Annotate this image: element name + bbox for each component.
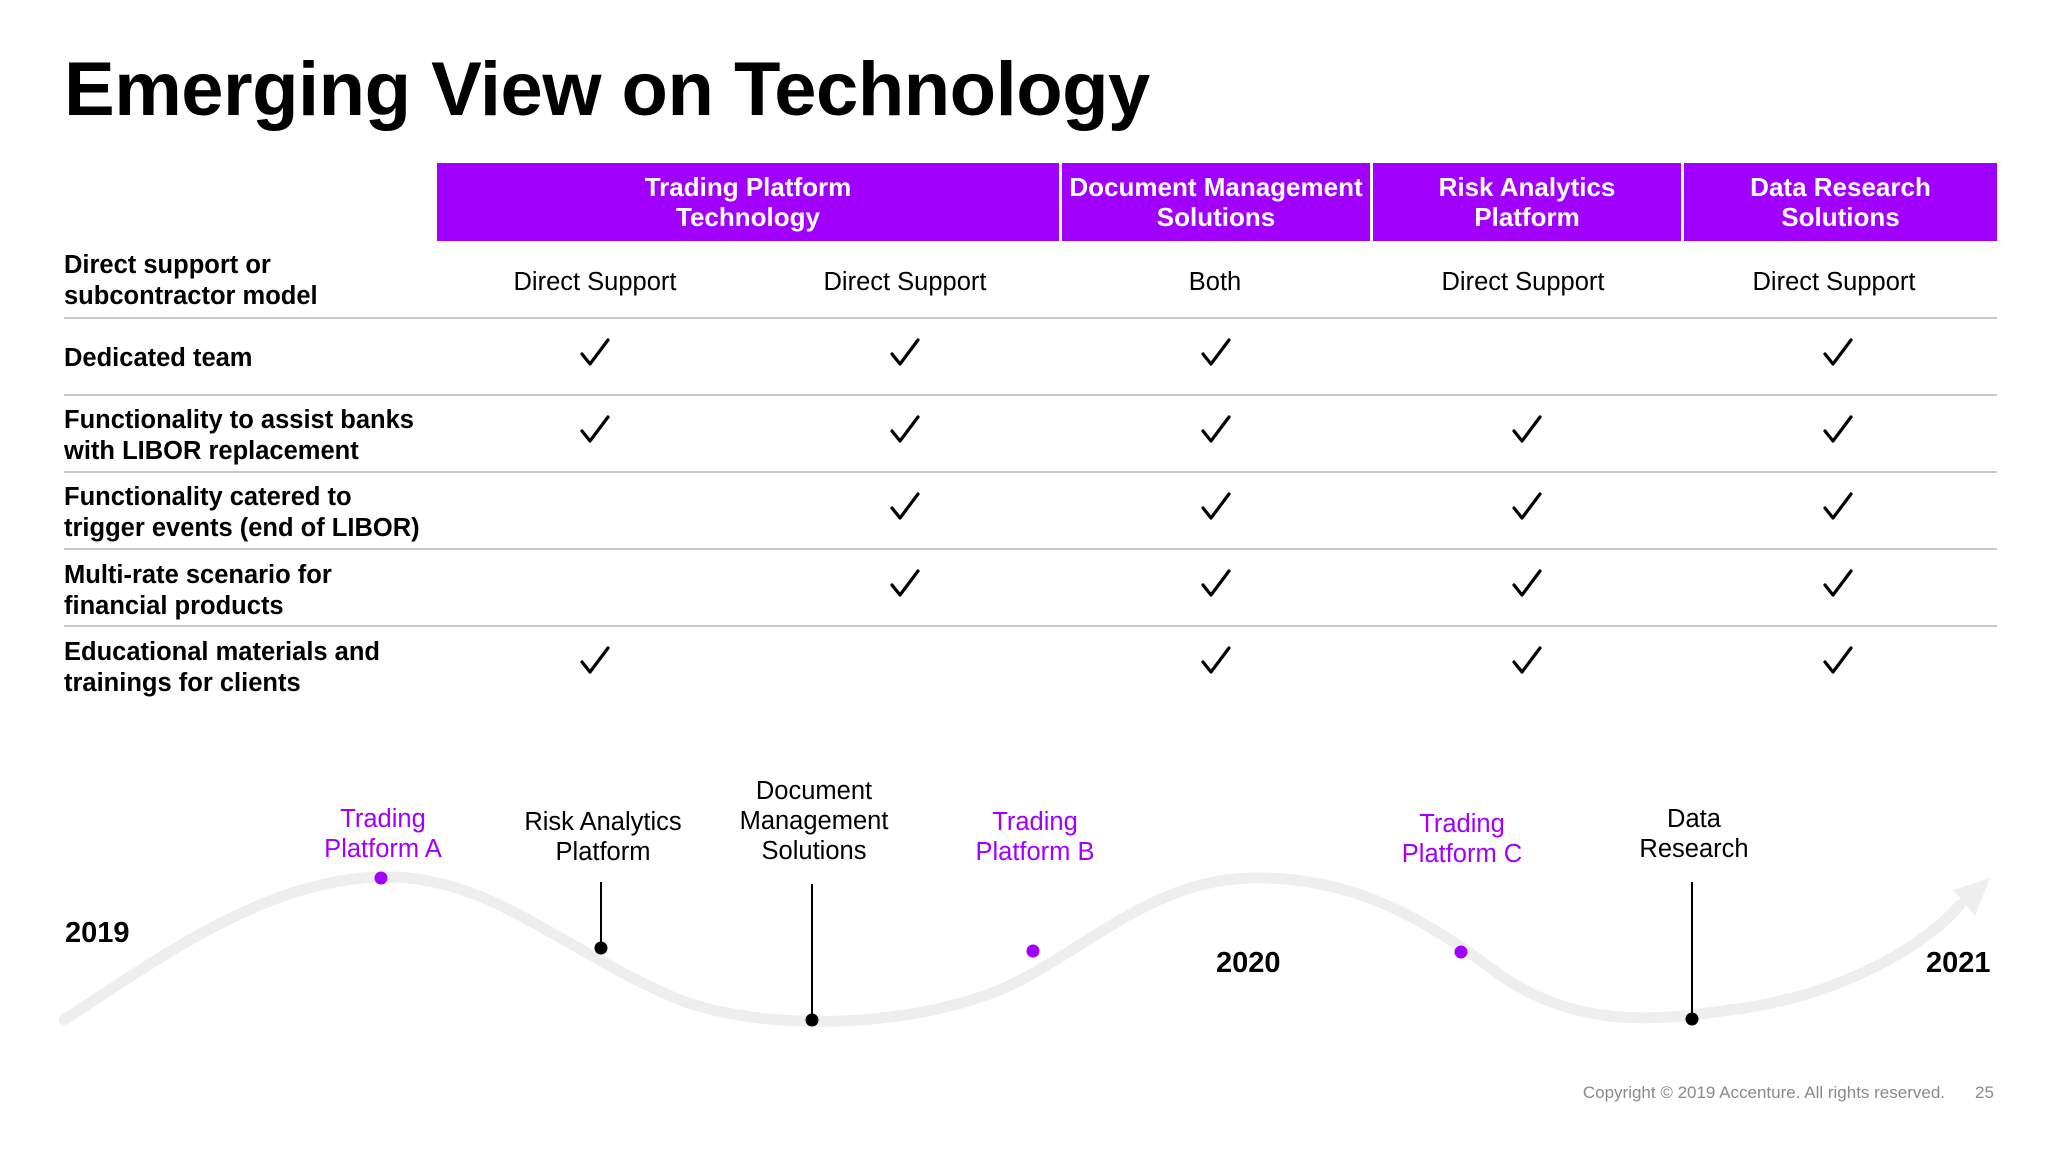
- timeline-event-line: Platform B: [975, 838, 1095, 866]
- row-label-support-model: Direct support or subcontractor model: [64, 250, 444, 312]
- check-icon: [1823, 338, 1853, 366]
- timeline-marker: [594, 941, 608, 955]
- check-icon: [580, 338, 610, 366]
- row-label-line: with LIBOR replacement: [64, 437, 359, 465]
- timeline-event-trading-platform-c: Trading Platform C: [1402, 809, 1522, 869]
- check-icon: [1512, 646, 1542, 674]
- timeline-event-line: Data: [1667, 805, 1721, 833]
- row-divider: [64, 548, 1997, 550]
- timeline-marker: [1454, 945, 1468, 959]
- timeline-event-line: Platform C: [1401, 840, 1523, 868]
- header-line: Risk Analytics: [1438, 172, 1616, 202]
- header-line: Trading Platform: [644, 172, 852, 202]
- timeline-marker: [374, 871, 388, 885]
- timeline-event-risk-analytics: Risk Analytics Platform: [524, 807, 681, 867]
- row-label-multi-rate: Multi-rate scenario for financial produc…: [64, 560, 444, 622]
- check-icon: [1823, 646, 1853, 674]
- timeline-event-data-research: Data Research: [1639, 804, 1748, 864]
- row-label-trigger-events: Functionality catered to trigger events …: [64, 482, 444, 544]
- check-icon: [1823, 492, 1853, 520]
- row-label-dedicated-team: Dedicated team: [64, 343, 444, 374]
- cell-support-model: Direct Support: [1441, 268, 1605, 296]
- header-line: Solutions: [1781, 202, 1900, 232]
- check-icon: [1512, 415, 1542, 443]
- header-line: Technology: [676, 202, 820, 232]
- timeline-event-line: Trading: [992, 808, 1078, 836]
- year-2019: 2019: [65, 917, 130, 949]
- row-divider: [64, 394, 1997, 396]
- timeline-event-line: Solutions: [761, 837, 867, 865]
- row-label-line: trainings for clients: [64, 669, 301, 697]
- check-icon: [1823, 415, 1853, 443]
- timeline-event-line: Platform: [555, 838, 651, 866]
- check-icon: [1512, 569, 1542, 597]
- check-icon: [890, 569, 920, 597]
- check-icon: [1823, 569, 1853, 597]
- row-label-line: Direct support or: [64, 251, 271, 279]
- row-label-line: Functionality to assist banks: [64, 406, 414, 434]
- timeline-event-line: Trading: [1419, 810, 1505, 838]
- check-icon: [1201, 338, 1231, 366]
- timeline-event-document-management: Document Management Solutions: [740, 776, 889, 866]
- timeline-event-line: Document: [755, 777, 873, 805]
- cell-support-model: Direct Support: [1752, 268, 1916, 296]
- timeline-marker: [1026, 944, 1040, 958]
- check-icon: [1201, 646, 1231, 674]
- timeline-event-trading-platform-b: Trading Platform B: [975, 807, 1094, 867]
- header-document-management-solutions: Document Management Solutions: [1062, 163, 1370, 241]
- check-icon: [1201, 569, 1231, 597]
- header-line: Solutions: [1156, 202, 1276, 232]
- timeline-arrowhead: [1953, 878, 1990, 916]
- timeline-event-line: Management: [739, 807, 889, 835]
- timeline-event-line: Platform A: [324, 835, 442, 863]
- header-trading-platform-technology: Trading Platform Technology: [437, 163, 1059, 241]
- timeline-event-line: Risk Analytics: [524, 808, 682, 836]
- header-data-research-solutions: Data Research Solutions: [1684, 163, 1997, 241]
- check-icon: [580, 415, 610, 443]
- row-label-line: Functionality catered to: [64, 483, 352, 511]
- timeline-marker: [805, 1013, 819, 1027]
- check-icon: [890, 415, 920, 443]
- row-label-libor-replacement: Functionality to assist banks with LIBOR…: [64, 405, 444, 467]
- year-2020: 2020: [1216, 947, 1281, 979]
- header-risk-analytics-platform: Risk Analytics Platform: [1373, 163, 1681, 241]
- check-icon: [580, 646, 610, 674]
- header-line: Document Management: [1069, 172, 1363, 202]
- timeline-event-line: Research: [1639, 835, 1749, 863]
- header-line: Data Research: [1750, 172, 1931, 202]
- header-line: Platform: [1474, 202, 1580, 232]
- row-divider: [64, 625, 1997, 627]
- check-icon: [890, 492, 920, 520]
- timeline-marker: [1685, 1012, 1699, 1026]
- cell-support-model: Direct Support: [823, 268, 987, 296]
- cell-support-model: Both: [1188, 268, 1242, 296]
- row-label-educational-materials: Educational materials and trainings for …: [64, 637, 444, 699]
- cell-support-model: Direct Support: [513, 268, 677, 296]
- check-icon: [1512, 492, 1542, 520]
- check-icon: [1201, 415, 1231, 443]
- row-label-line: Dedicated team: [64, 344, 253, 372]
- check-icon: [1201, 492, 1231, 520]
- year-2021: 2021: [1926, 947, 1991, 979]
- row-label-line: Educational materials and: [64, 638, 381, 666]
- copyright-notice: Copyright © 2019 Accenture. All rights r…: [1582, 1083, 1945, 1102]
- timeline-event-line: Trading: [340, 805, 426, 833]
- check-icon: [890, 338, 920, 366]
- row-divider: [64, 317, 1997, 319]
- timeline-wave: [58, 871, 1966, 1027]
- row-label-line: Multi-rate scenario for: [64, 561, 332, 589]
- timeline-event-trading-platform-a: Trading Platform A: [324, 804, 442, 864]
- row-divider: [64, 471, 1997, 473]
- row-label-line: subcontractor model: [64, 282, 318, 310]
- row-label-line: financial products: [64, 592, 284, 620]
- page-number: 25: [1975, 1083, 1994, 1102]
- row-label-line: trigger events (end of LIBOR): [64, 514, 420, 542]
- slide-title: Emerging View on Technology: [64, 47, 1150, 132]
